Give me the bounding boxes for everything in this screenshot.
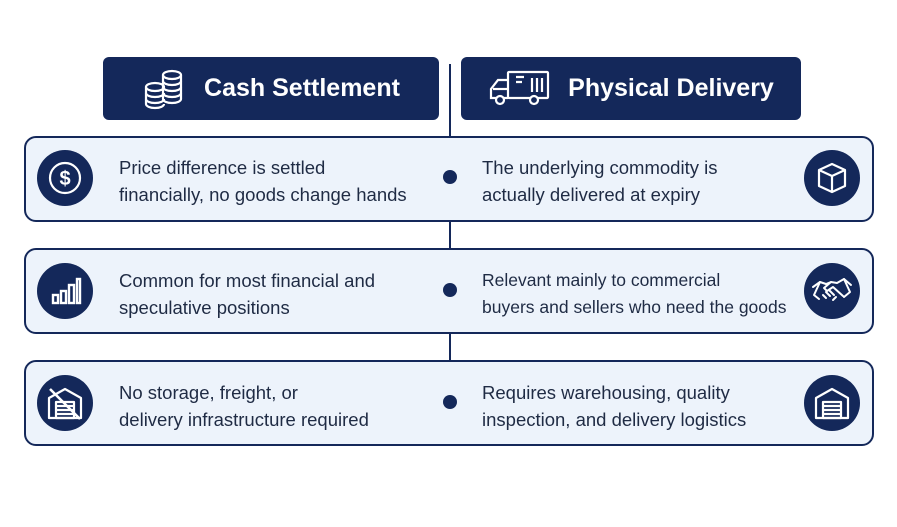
- bar-chart-icon: [37, 263, 93, 319]
- warehouse-icon: [804, 375, 860, 431]
- dollar-coin-icon: $: [37, 150, 93, 206]
- row-2-left-text: Common for most financial and speculativ…: [119, 270, 376, 318]
- row-1-connector-dot: [443, 170, 457, 184]
- row-2-connector-dot: [443, 283, 457, 297]
- physical-delivery-header: Physical Delivery: [461, 57, 801, 120]
- row-1-left-text: Price difference is settled financially,…: [119, 157, 407, 205]
- row-3-left-text: No storage, freight, or delivery infrast…: [119, 382, 369, 430]
- cash-settlement-header: Cash Settlement: [103, 57, 439, 120]
- row-3-connector-dot: [443, 395, 457, 409]
- row-3-right-text: Requires warehousing, quality inspection…: [482, 382, 747, 430]
- row-2-right-text: Relevant mainly to commercial buyers and…: [482, 270, 787, 317]
- delivery-truck-icon: [490, 70, 550, 105]
- handshake-icon: [804, 263, 860, 319]
- row-1-right-text: The underlying commodity is actually del…: [482, 157, 718, 205]
- physical-delivery-title: Physical Delivery: [568, 74, 774, 102]
- no-warehouse-icon: [37, 375, 93, 431]
- package-box-icon: [804, 150, 860, 206]
- svg-text:$: $: [59, 168, 70, 190]
- coins-stack-icon: [144, 69, 183, 109]
- cash-settlement-title: Cash Settlement: [204, 74, 400, 102]
